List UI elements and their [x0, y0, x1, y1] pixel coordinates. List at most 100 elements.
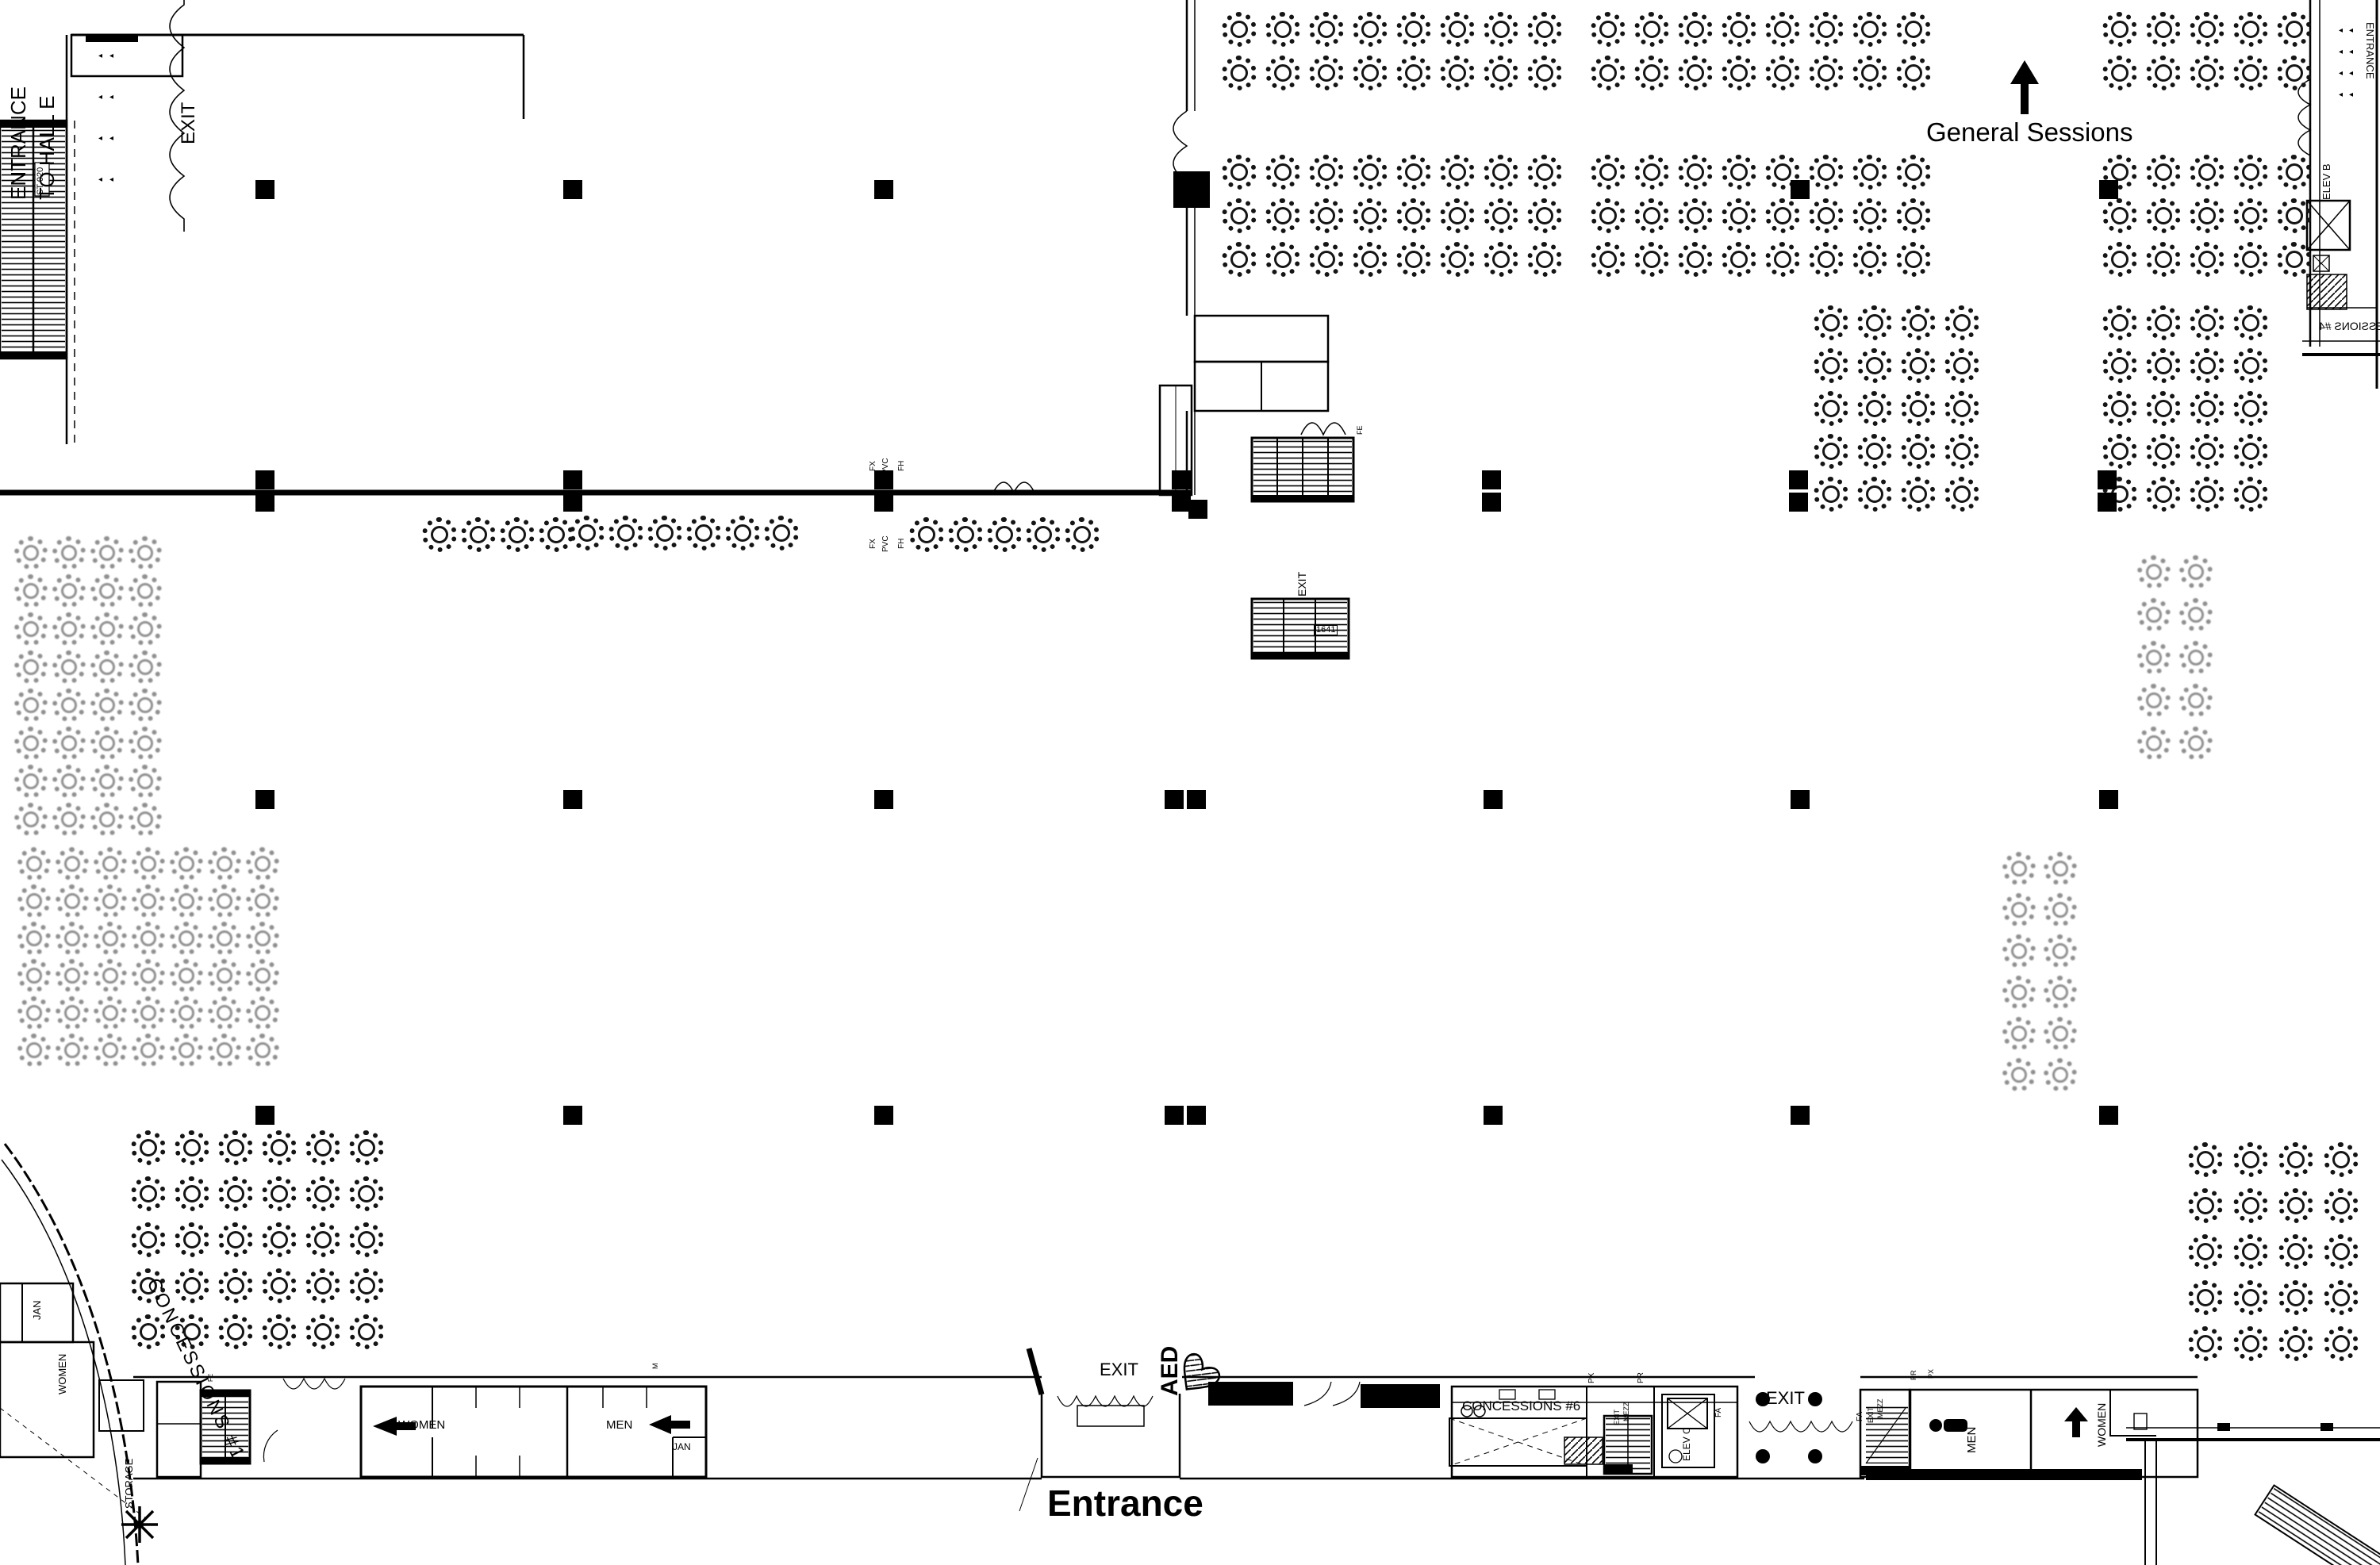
table-top — [178, 856, 194, 872]
banquet-table — [2179, 641, 2213, 674]
banquet-table — [422, 517, 457, 552]
table-top — [1687, 163, 1704, 181]
banquet-table — [170, 847, 203, 880]
table-top — [1405, 251, 1422, 268]
table-top — [1599, 251, 1617, 268]
banquet-table — [2137, 684, 2171, 717]
table-top — [1905, 21, 1922, 38]
banquet-table — [570, 516, 605, 550]
table-top — [255, 893, 271, 909]
banquet-table — [2188, 1142, 2223, 1177]
banquet-table — [131, 1130, 166, 1165]
table-top — [1730, 64, 1748, 82]
banquet-table — [208, 996, 241, 1030]
table-top — [578, 524, 596, 542]
banquet-table — [305, 1222, 340, 1257]
banquet-table — [175, 1176, 209, 1211]
table-top — [1361, 251, 1379, 268]
table-top — [1405, 207, 1422, 224]
banquet-table — [90, 574, 124, 608]
table-top — [2052, 984, 2068, 1000]
banquet-table — [2233, 305, 2268, 340]
entrance-right-label: ENTRANCE — [2364, 22, 2376, 79]
banquet-table — [129, 612, 162, 646]
table-top — [137, 697, 153, 713]
banquet-table — [1944, 434, 1979, 469]
structural-column — [1791, 790, 1810, 809]
table-top — [217, 1042, 232, 1058]
banquet-table — [2102, 155, 2137, 190]
table-top — [2198, 443, 2216, 460]
round-column — [1756, 1449, 1770, 1463]
table-top — [2242, 485, 2259, 503]
table-top — [1730, 207, 1748, 224]
banquet-table — [1440, 198, 1475, 233]
hall-e-direction-arrow-icon: ◂ — [109, 175, 114, 184]
table-top — [217, 1005, 232, 1021]
table-top — [140, 1005, 156, 1021]
banquet-table — [2102, 198, 2137, 233]
table-top — [509, 526, 526, 543]
table-top — [1405, 21, 1422, 38]
table-top — [2052, 902, 2068, 918]
banquet-table — [1591, 12, 1626, 47]
table-top — [1274, 21, 1292, 38]
table-top — [1818, 163, 1835, 181]
table-top — [178, 968, 194, 984]
table-top — [2197, 1289, 2214, 1306]
banquet-table — [1222, 12, 1257, 47]
men-right-label: MEN — [1965, 1426, 1979, 1453]
table-top — [102, 856, 118, 872]
structural-column — [1482, 470, 1501, 489]
table-top — [957, 526, 974, 543]
banquet-table — [1814, 391, 1848, 426]
banquet-table — [52, 650, 86, 684]
table-top — [183, 1139, 201, 1156]
pvc-below-label: PVC — [881, 535, 890, 552]
hall-e-direction-arrow-icon: ◂ — [98, 93, 103, 102]
banquet-table — [2233, 1188, 2268, 1223]
banquet-table — [2190, 305, 2225, 340]
banquet-table — [1944, 348, 1979, 383]
table-top — [2197, 1197, 2214, 1214]
table-top — [358, 1139, 375, 1156]
banquet-table — [1527, 56, 1562, 90]
banquet-table — [208, 847, 241, 880]
banquet-table — [1353, 56, 1388, 90]
banquet-table — [1901, 391, 1936, 426]
table-top — [1361, 163, 1379, 181]
table-top — [1536, 21, 1553, 38]
table-top — [2155, 443, 2172, 460]
banquet-table — [1634, 155, 1669, 190]
table-top — [217, 930, 232, 946]
banquet-table — [1527, 242, 1562, 277]
table-top — [734, 524, 751, 542]
table-top — [2332, 1335, 2350, 1352]
banquet-table — [208, 884, 241, 918]
table-top — [99, 697, 115, 713]
banquet-table — [17, 847, 51, 880]
banquet-table — [1265, 56, 1300, 90]
table-top — [26, 968, 42, 984]
banquet-table — [1678, 242, 1713, 277]
table-top — [1866, 443, 1883, 460]
banquet-table — [305, 1130, 340, 1165]
table-top — [102, 1042, 118, 1058]
banquet-table — [246, 1034, 279, 1067]
banquet-table — [1309, 56, 1344, 90]
table-top — [2111, 21, 2129, 38]
hall-e-direction-arrow-icon: ◂ — [109, 93, 114, 102]
table-top — [1643, 251, 1660, 268]
table-top — [2242, 357, 2259, 374]
structural-column — [2098, 493, 2117, 512]
table-top — [1599, 21, 1617, 38]
banquet-table — [1901, 477, 1936, 512]
table-top — [227, 1231, 244, 1249]
banquet-table — [2146, 391, 2181, 426]
banquet-table — [349, 1222, 384, 1257]
table-top — [140, 930, 156, 946]
banquet-table — [1591, 56, 1626, 90]
banquet-table — [175, 1314, 209, 1349]
banquet-table — [2277, 155, 2312, 190]
